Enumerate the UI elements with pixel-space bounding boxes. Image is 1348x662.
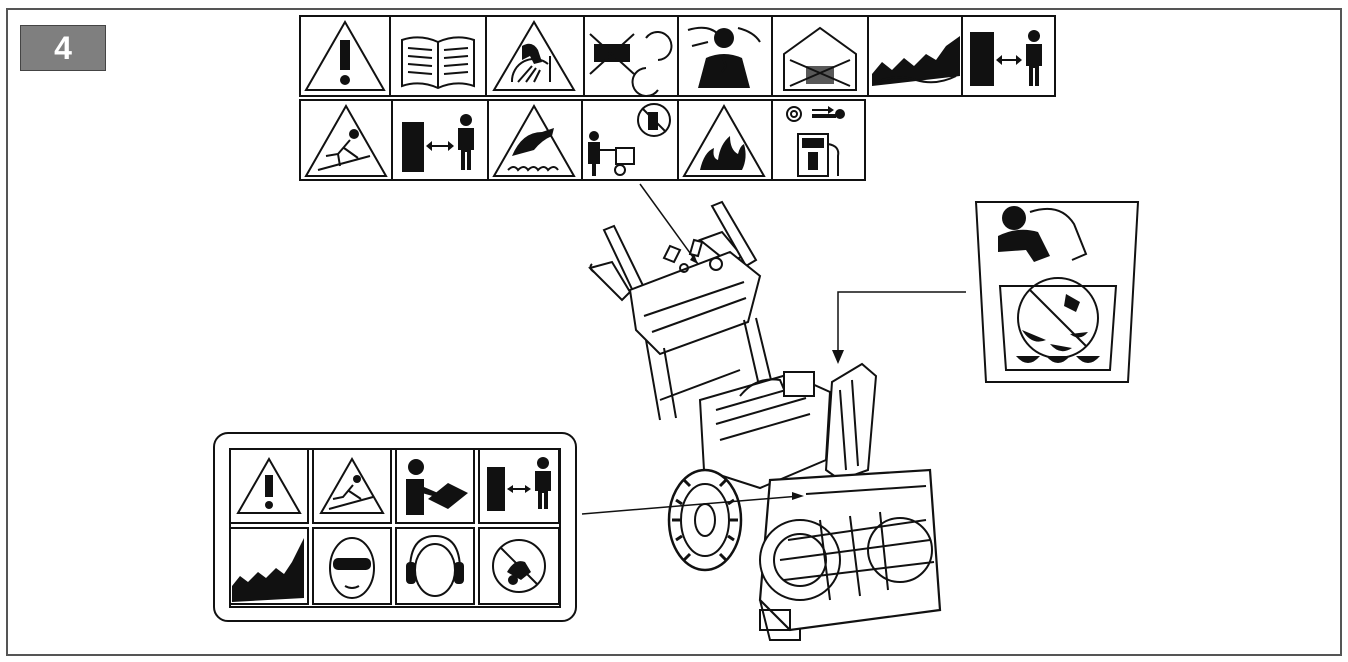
hand-entanglement-icon bbox=[492, 20, 576, 91]
read-manual-icon bbox=[395, 448, 475, 524]
warning-icon bbox=[304, 19, 386, 91]
auger-hazard-icon bbox=[872, 36, 960, 86]
hot-surface-icon bbox=[492, 103, 576, 177]
chute-decal bbox=[974, 201, 1140, 383]
figure-number-badge: 4 bbox=[20, 25, 106, 71]
manual-icon bbox=[401, 36, 475, 90]
slip-hazard-icon bbox=[304, 103, 388, 177]
bottom-decal bbox=[213, 432, 577, 622]
auger-hazard-icon bbox=[229, 527, 309, 605]
warning-icon bbox=[229, 448, 309, 524]
no-hands-in-chute-icon bbox=[588, 103, 671, 176]
no-indoor-operation-icon bbox=[783, 26, 857, 91]
keep-distance-icon bbox=[478, 448, 560, 524]
thrown-objects-icon bbox=[687, 26, 761, 88]
no-clearing-by-hand-icon bbox=[478, 527, 560, 605]
fire-hazard-icon bbox=[682, 103, 766, 177]
leader-lines bbox=[581, 183, 966, 515]
slip-hazard-icon bbox=[312, 448, 392, 524]
eye-protection-icon bbox=[312, 527, 392, 605]
ear-protection-icon bbox=[395, 527, 475, 605]
key-fuel-icon bbox=[786, 106, 845, 177]
snow-thrower-illustration bbox=[588, 200, 942, 641]
top-decal bbox=[299, 15, 1056, 97]
keep-distance-icon bbox=[970, 30, 1042, 86]
top-decal-row2 bbox=[299, 99, 866, 181]
keep-distance-icon bbox=[402, 114, 474, 172]
no-clearing-while-running-icon bbox=[589, 31, 673, 97]
no-hand-in-chute-icon bbox=[998, 206, 1118, 371]
figure-frame bbox=[6, 8, 1342, 656]
